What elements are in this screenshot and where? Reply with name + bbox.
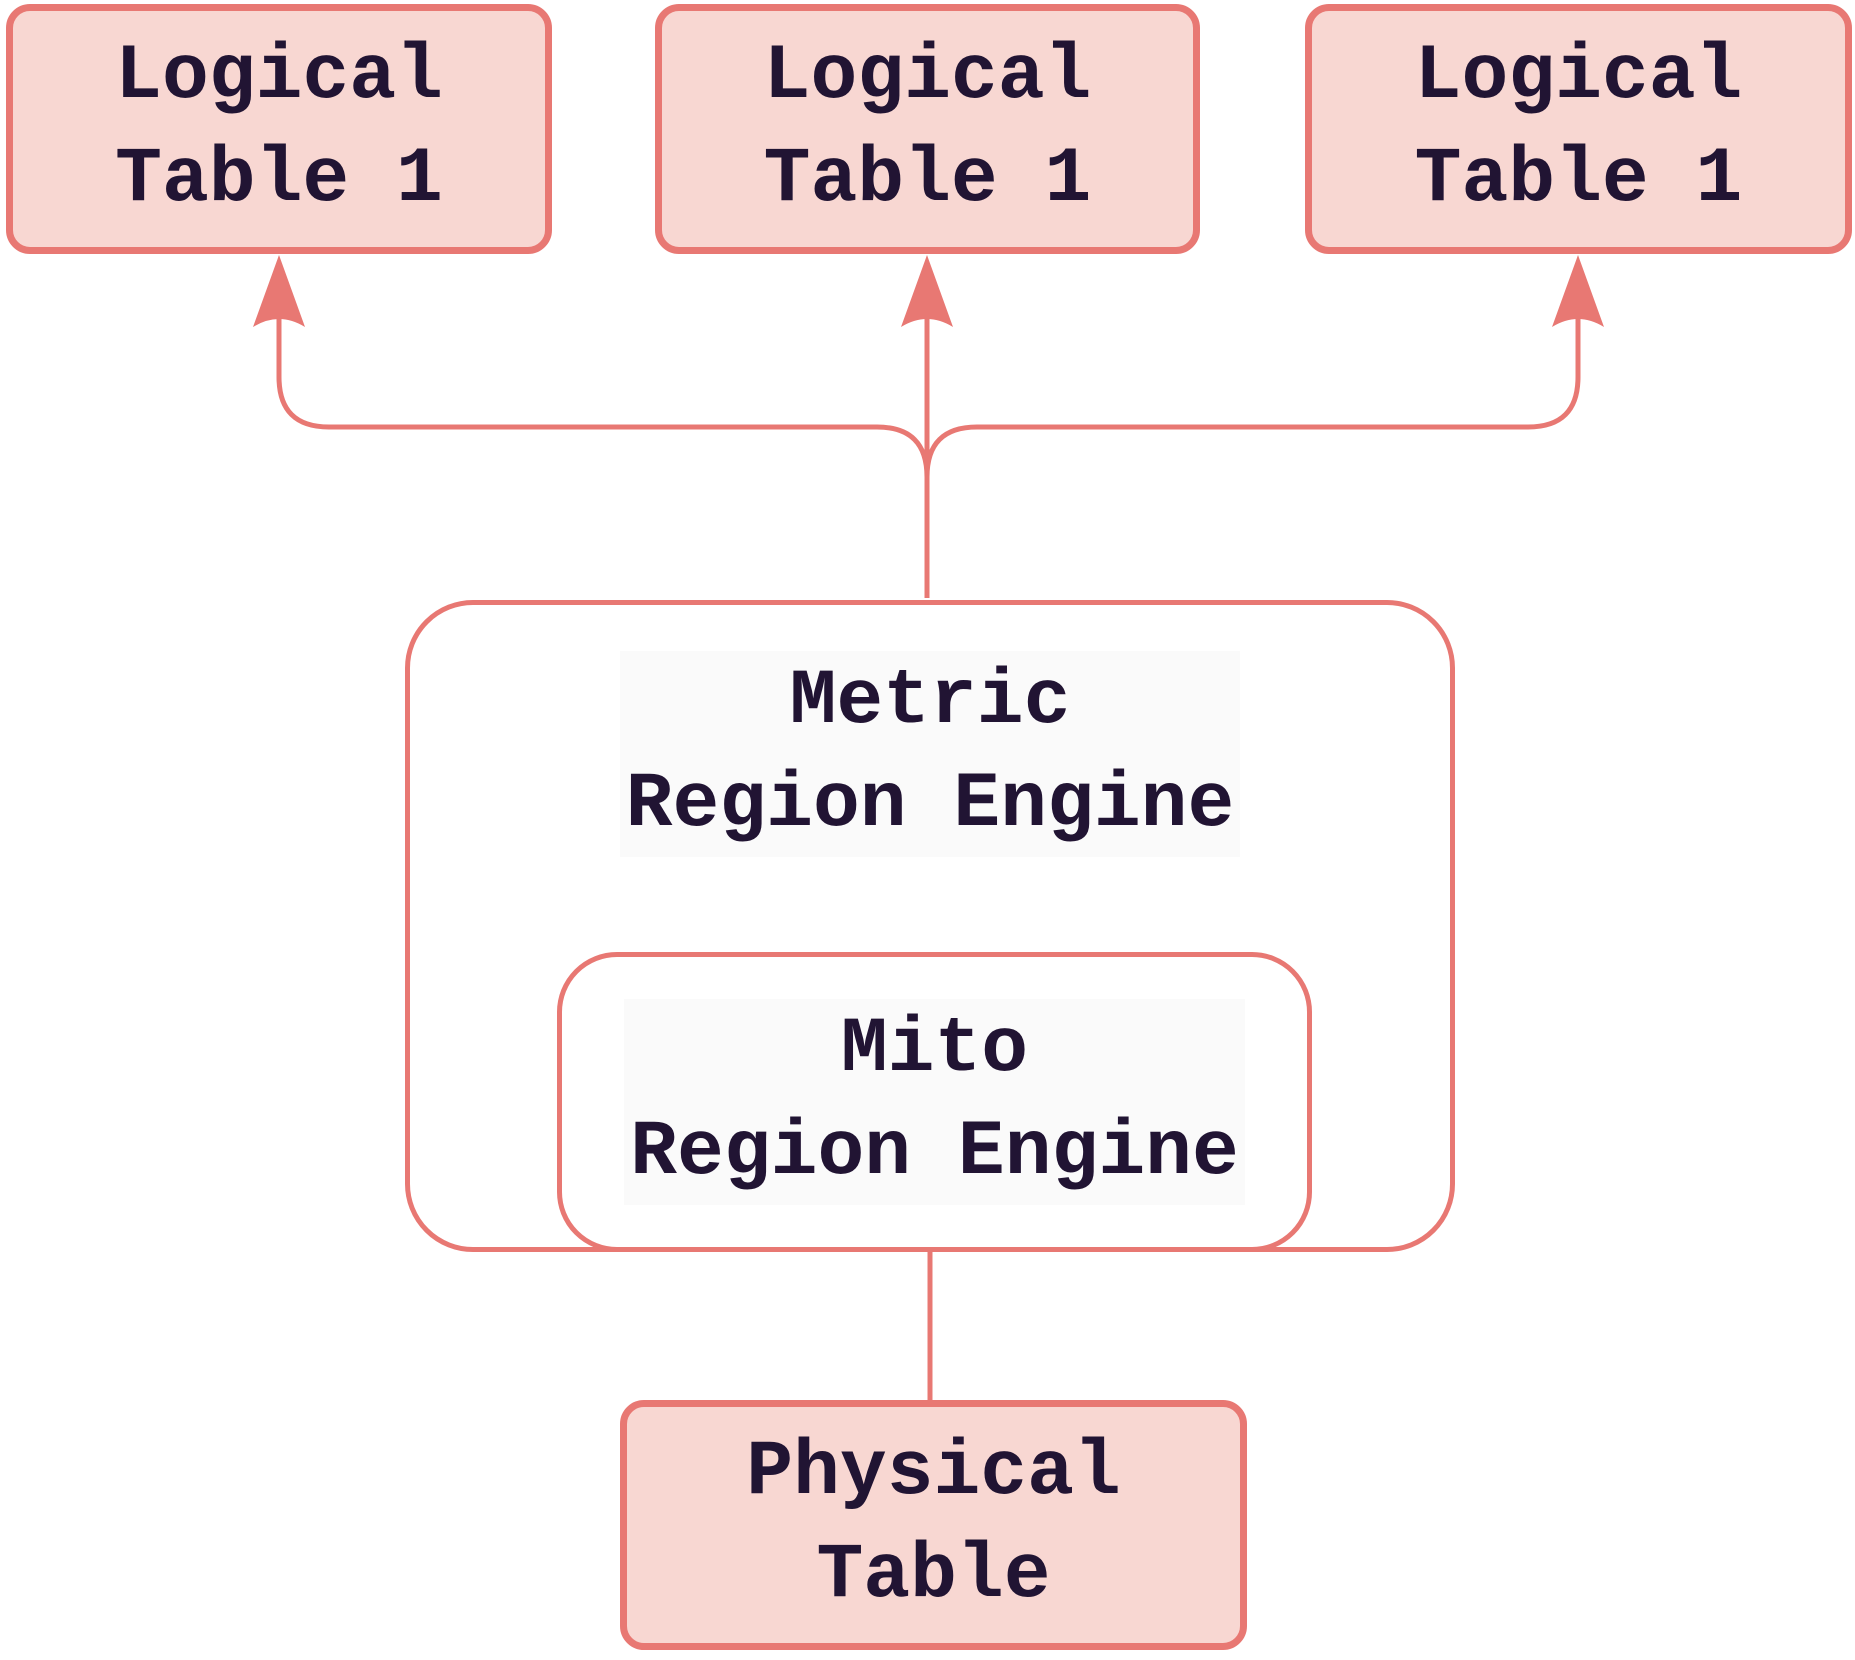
- logical-table-label-middle: Logical Table 1: [763, 33, 1092, 224]
- mito-region-engine-label: Mito Region Engine: [624, 999, 1245, 1205]
- physical-table-box: Physical Table: [620, 1400, 1247, 1650]
- edge-metric-to-logical-left: [276, 300, 930, 598]
- logical-table-box-middle: Logical Table 1: [655, 4, 1200, 254]
- physical-table-label: Physical Table: [746, 1429, 1121, 1620]
- mito-region-engine-box: Mito Region Engine: [557, 952, 1312, 1252]
- edge-metric-to-logical-right: [924, 300, 1581, 598]
- arrowhead-logical-right: [1552, 255, 1604, 327]
- metric-region-engine-label: Metric Region Engine: [619, 651, 1241, 857]
- logical-table-box-left: Logical Table 1: [6, 4, 552, 254]
- arrowhead-logical-left: [253, 255, 305, 327]
- logical-table-box-right: Logical Table 1: [1305, 4, 1852, 254]
- logical-table-label-left: Logical Table 1: [115, 33, 443, 224]
- arrowhead-logical-middle: [901, 255, 953, 327]
- logical-table-label-right: Logical Table 1: [1414, 33, 1743, 224]
